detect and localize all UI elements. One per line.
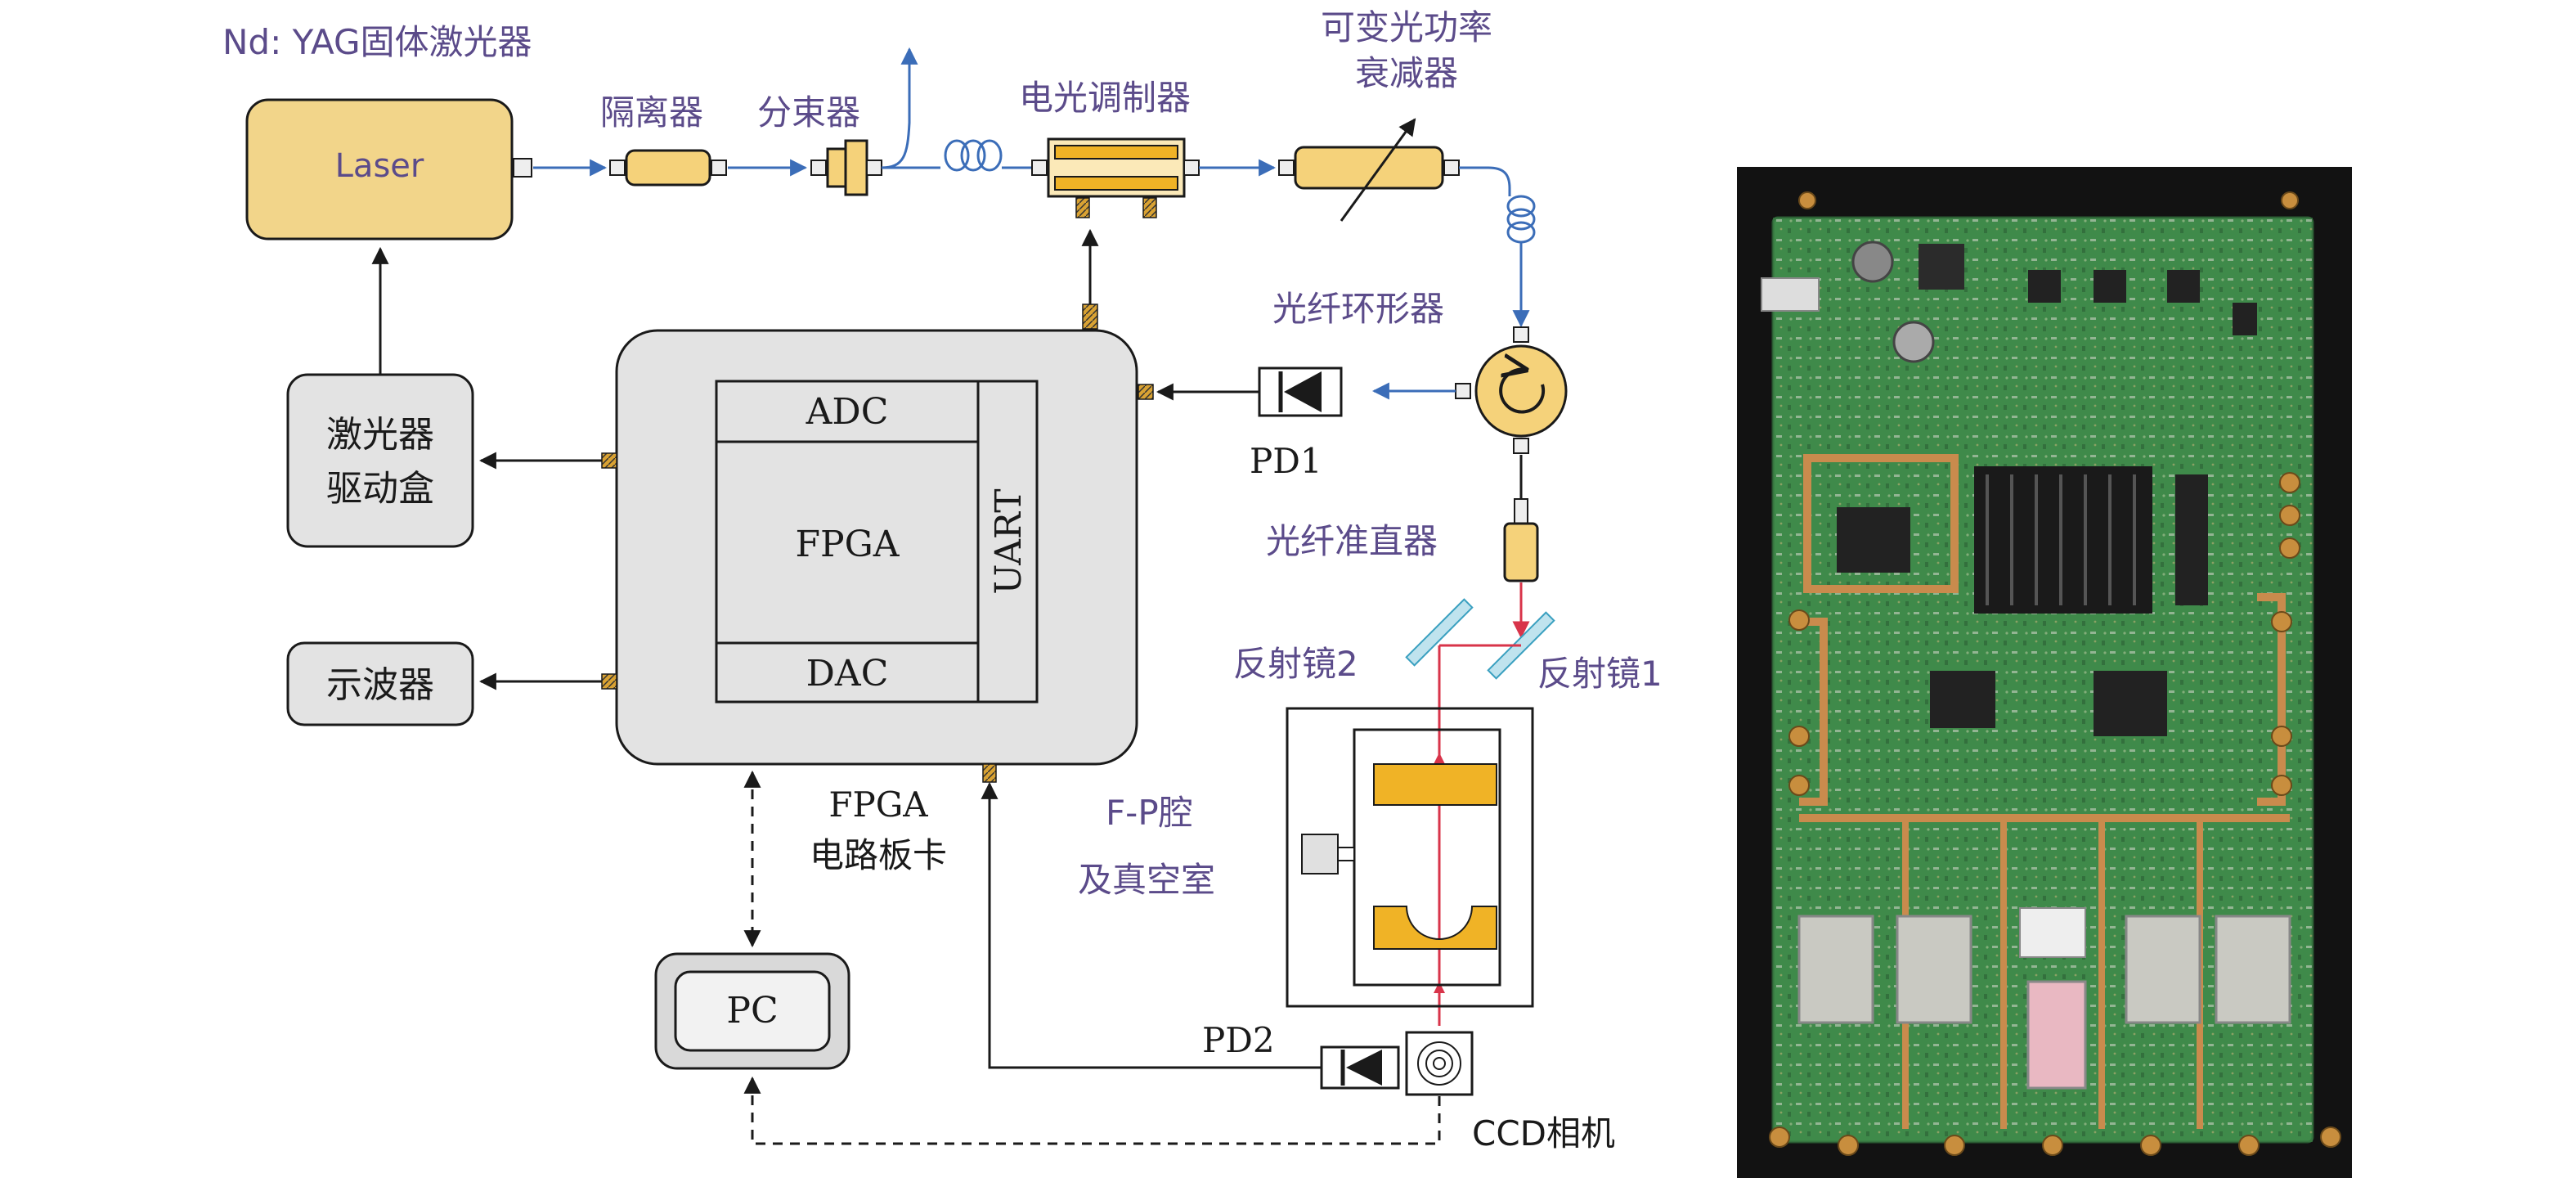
attenuator-label-line2: 衰减器 <box>1355 53 1458 93</box>
mirror2-label: 反射镜2 <box>1233 644 1358 684</box>
oscilloscope-label: 示波器 <box>326 664 434 706</box>
board-label-line1: FPGA <box>828 785 928 825</box>
pc-label: PC <box>726 990 778 1032</box>
laser-driver-box <box>286 373 474 548</box>
variable-attenuator <box>1278 118 1460 222</box>
pd2-label: PD2 <box>1202 1020 1275 1060</box>
ccd-to-pc-link <box>743 1076 1441 1145</box>
fp-cavity-label-line2: 及真空室 <box>1078 860 1215 900</box>
fiber-collimator <box>1503 498 1539 582</box>
fpga-board <box>601 303 1154 783</box>
laser-source-label: Nd: YAG固体激光器 <box>222 22 532 62</box>
collimator-label: 光纤准直器 <box>1266 521 1438 561</box>
eom-label: 电光调制器 <box>1019 78 1191 118</box>
fiber-split-output <box>881 47 918 169</box>
pd1-label: PD1 <box>1250 441 1322 481</box>
splitter-label: 分束器 <box>757 92 860 133</box>
beam-arrow <box>1434 982 1445 993</box>
pc-box <box>654 952 850 1070</box>
uart-label: UART <box>988 488 1030 594</box>
fp-cavity-vacuum-chamber <box>1286 707 1534 1008</box>
fiber-circulator <box>1455 326 1568 454</box>
signal-line-pd2 <box>981 781 1322 1069</box>
mirror-2 <box>1405 598 1474 667</box>
adc-label: ADC <box>806 391 889 433</box>
fiber-coil-2 <box>1506 195 1536 244</box>
fp-cavity-label-line1: F-P腔 <box>1106 793 1193 833</box>
laser-unit: Laser <box>245 98 532 241</box>
driver-label-line2: 驱动盒 <box>326 468 434 510</box>
electro-optic-modulator <box>1031 137 1200 218</box>
oscilloscope-box <box>286 641 474 726</box>
isolator <box>609 149 727 187</box>
ccd-label: CCD相机 <box>1472 1113 1615 1153</box>
pd2-photodiode <box>1320 1045 1400 1090</box>
pcb-photo <box>1737 167 2352 1178</box>
circulator-label: 光纤环形器 <box>1272 289 1444 329</box>
laser-box-label: Laser <box>335 147 424 185</box>
driver-label-line1: 激光器 <box>326 414 434 456</box>
fpga-label: FPGA <box>795 524 900 565</box>
dac-label: DAC <box>806 653 889 695</box>
board-label-line2: 电路板卡 <box>810 835 947 875</box>
splitter <box>810 139 882 196</box>
ccd-camera <box>1405 1031 1474 1096</box>
beam-arrow <box>1434 753 1445 764</box>
mirror1-label: 反射镜1 <box>1537 654 1663 694</box>
attenuator-label-line1: 可变光功率 <box>1321 7 1492 47</box>
pd1-photodiode <box>1258 366 1343 417</box>
fiber-coil-1 <box>944 139 1003 172</box>
fiber-segment <box>1459 166 1511 196</box>
isolator-label: 隔离器 <box>600 92 703 133</box>
